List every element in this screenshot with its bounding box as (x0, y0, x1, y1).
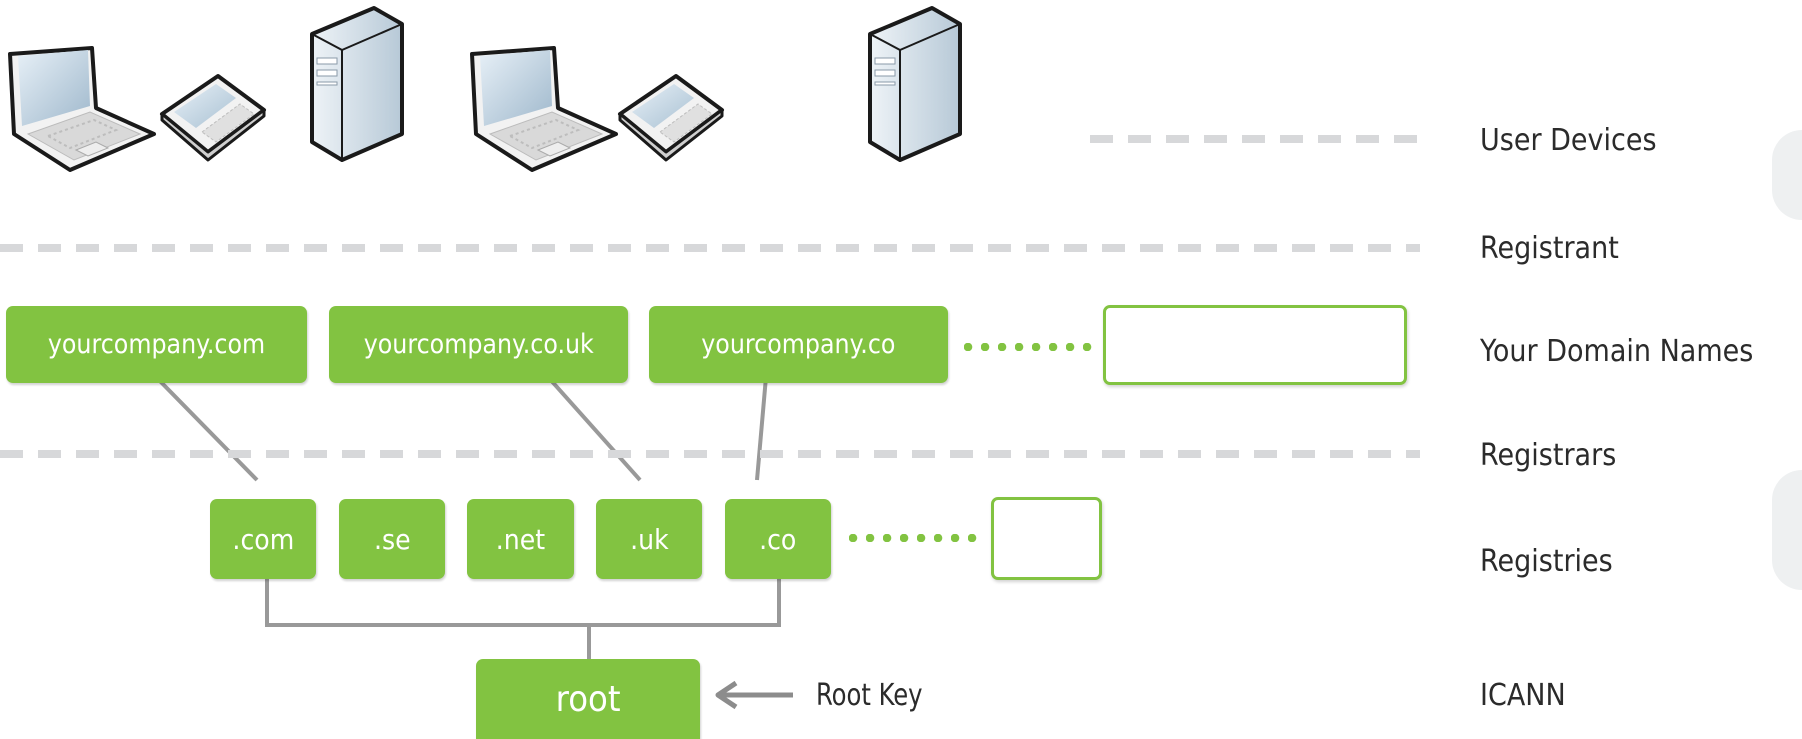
root-key-label: Root Key (816, 678, 923, 713)
tablet-icon (618, 74, 724, 162)
connector-yourcompany-co-uk (546, 375, 642, 482)
tld-label: .com (232, 522, 294, 556)
tld-box-co: .co (725, 499, 831, 579)
domain-continuation-dots (964, 343, 1098, 351)
edge-decoration (1772, 130, 1802, 220)
user-devices-dash-line (1090, 135, 1420, 143)
domain-label: yourcompany.co.uk (363, 329, 594, 360)
connector-yourcompany-com (154, 375, 259, 482)
domain-box-yourcompany-co: yourcompany.co (649, 306, 948, 383)
laptop-icon (470, 46, 618, 172)
tld-box-com: .com (210, 499, 316, 579)
laptop-icon (8, 46, 156, 172)
domain-label: yourcompany.com (47, 329, 266, 360)
tld-label: .se (373, 522, 411, 556)
tld-label: .uk (629, 522, 669, 556)
registrant-dash-line (0, 244, 1420, 252)
tld-box-uk: .uk (596, 499, 702, 579)
layer-label-registries: Registries (1480, 544, 1613, 579)
connector-tld-bracket (265, 574, 781, 627)
connector-yourcompany-co (755, 376, 768, 481)
root-label: root (555, 678, 621, 720)
server-icon (310, 6, 404, 162)
tld-box-net: .net (467, 499, 574, 579)
tld-box-empty (991, 497, 1102, 580)
layer-label-icann: ICANN (1480, 678, 1566, 713)
domain-box-yourcompany-com: yourcompany.com (6, 306, 307, 383)
domain-box-yourcompany-co-uk: yourcompany.co.uk (329, 306, 628, 383)
root-box: root (476, 659, 700, 739)
domain-label: yourcompany.co (701, 329, 896, 360)
tld-label: .co (759, 522, 797, 556)
registrars-dash-line (0, 450, 1420, 458)
layer-label-registrars: Registrars (1480, 438, 1617, 473)
edge-decoration (1772, 470, 1802, 590)
tablet-icon (160, 74, 266, 162)
server-icon (868, 6, 962, 162)
root-key-arrow-head (715, 680, 738, 710)
domain-box-empty (1103, 305, 1407, 385)
tld-continuation-dots (849, 534, 983, 542)
layer-label-user-devices: User Devices (1480, 123, 1657, 158)
tld-box-se: .se (339, 499, 445, 579)
layer-label-domain-names: Your Domain Names (1480, 334, 1754, 369)
tld-label: .net (495, 522, 546, 556)
layer-label-registrant: Registrant (1480, 231, 1619, 266)
